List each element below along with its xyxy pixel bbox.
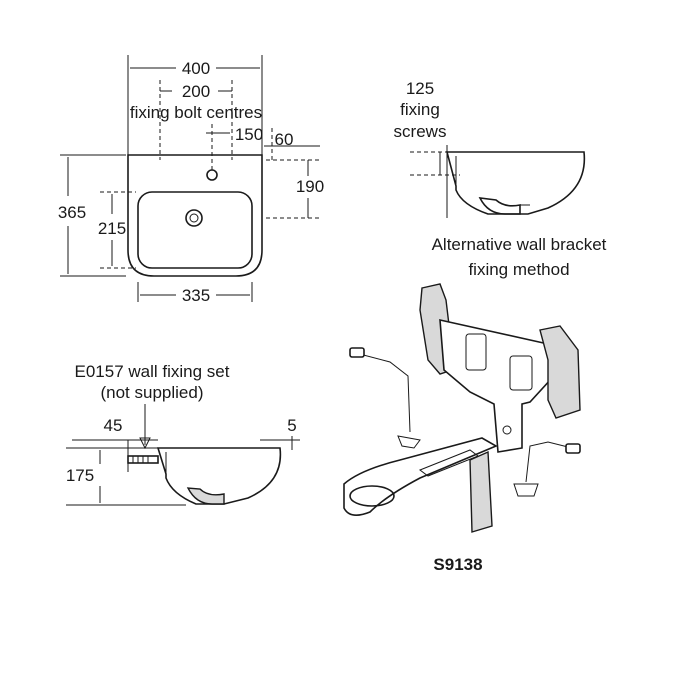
- tap-hole: [206, 169, 218, 181]
- bracket-back-plate: [439, 318, 553, 453]
- bracket-fixing-hole: [502, 425, 512, 435]
- fixing-set-caption-line1: E0157 wall fixing set: [75, 362, 230, 381]
- bolt-right: [525, 441, 581, 483]
- plan-view: 400 200 fixing bolt centres 150 60 190 3…: [58, 55, 324, 305]
- screw-side-view: 125 fixing screws: [394, 79, 586, 218]
- bowl-plan-outline: [137, 191, 253, 269]
- bracket-support-leg: [469, 450, 493, 533]
- dim-side-gap: 5: [287, 416, 296, 435]
- dim-side-offset: 45: [104, 416, 123, 435]
- bracket-right-arm: [539, 325, 581, 419]
- dim-depth-top: 60: [275, 130, 294, 149]
- basin-side-trap-2: [186, 487, 225, 505]
- dim-tap-offset: 150: [235, 125, 263, 144]
- dim-bowl-width: 335: [182, 286, 210, 305]
- dim-bowl-depth: 215: [98, 219, 126, 238]
- waste-hole: [185, 209, 203, 227]
- screws-label-line2: screws: [394, 122, 447, 141]
- bracket-caption-line1: Alternative wall bracket: [432, 235, 607, 254]
- dim-screws-qty: 125: [406, 79, 434, 98]
- dim-overall-width: 400: [182, 59, 210, 78]
- basin-plan-outline: [127, 154, 263, 277]
- dim-bolt-spacing: 200: [182, 82, 210, 101]
- fixing-set-caption-line2: (not supplied): [100, 383, 203, 402]
- wall-bracket-illustration: [343, 283, 581, 533]
- basin-side-trap: [478, 197, 521, 215]
- bracket-caption-line2: fixing method: [468, 260, 569, 279]
- dim-bolt-height: 190: [296, 177, 324, 196]
- dim-side-height: 175: [66, 466, 94, 485]
- bolt-left: [351, 351, 411, 433]
- bolt-spacing-note: fixing bolt centres: [130, 103, 262, 122]
- screws-label-line1: fixing: [400, 100, 440, 119]
- basin-side-outline: [445, 151, 586, 215]
- dim-overall-depth: 365: [58, 203, 86, 222]
- waste-hole-inner: [189, 213, 199, 223]
- bracket-product-code: S9138: [433, 555, 482, 574]
- fixing-side-view: E0157 wall fixing set (not supplied) 45 …: [66, 362, 300, 506]
- bracket-support-arm: [343, 437, 498, 516]
